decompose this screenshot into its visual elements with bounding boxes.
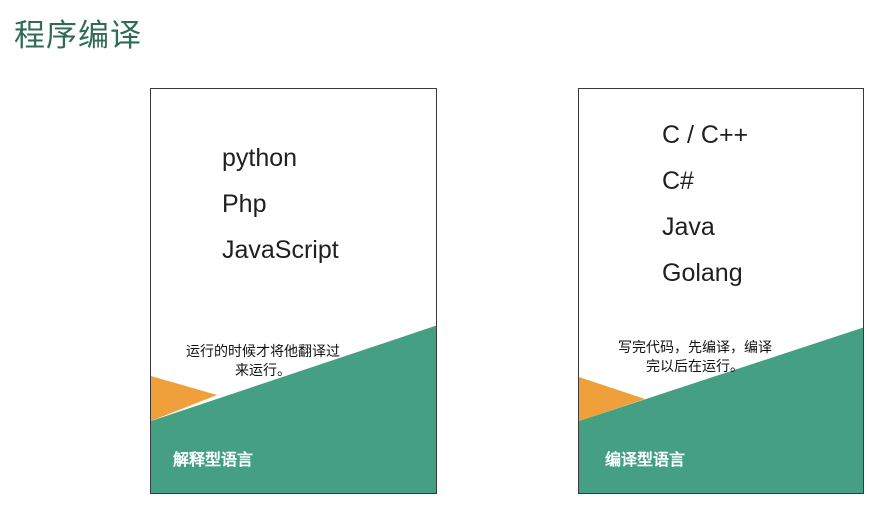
green-band: [579, 327, 863, 493]
language-type-label: 编译型语言: [605, 450, 686, 469]
language-item: Php: [222, 190, 267, 218]
page-title: 程序编译: [14, 18, 142, 54]
note-line: 来运行。: [235, 363, 291, 379]
language-item: python: [222, 144, 298, 172]
card-note: 运行的时候才将他翻译过 来运行。: [153, 343, 373, 381]
language-item: C#: [662, 167, 694, 195]
orange-triangle: [579, 377, 645, 421]
card-note: 写完代码，先编译，编译 完以后在运行。: [585, 339, 805, 377]
language-item: Java: [662, 213, 715, 241]
note-line: 完以后在运行。: [646, 359, 744, 375]
language-type-label: 解释型语言: [173, 450, 254, 469]
language-list: C / C++ C# Java Golang: [662, 112, 748, 296]
note-line: 运行的时候才将他翻译过: [186, 344, 340, 360]
compiled-language-card: C / C++ C# Java Golang 写完代码，先编译，编译 完以后在运…: [578, 88, 864, 494]
language-item: Golang: [662, 259, 743, 287]
language-item: JavaScript: [222, 236, 339, 264]
language-list: python Php JavaScript: [222, 135, 339, 273]
card-background-shapes: [151, 325, 436, 493]
language-item: C / C++: [662, 121, 749, 149]
interpreted-language-card: python Php JavaScript 运行的时候才将他翻译过 来运行。 解…: [150, 88, 437, 494]
note-line: 写完代码，先编译，编译: [618, 340, 772, 356]
green-band: [151, 325, 436, 493]
orange-triangle: [151, 376, 217, 421]
card-background-shapes: [579, 327, 863, 493]
